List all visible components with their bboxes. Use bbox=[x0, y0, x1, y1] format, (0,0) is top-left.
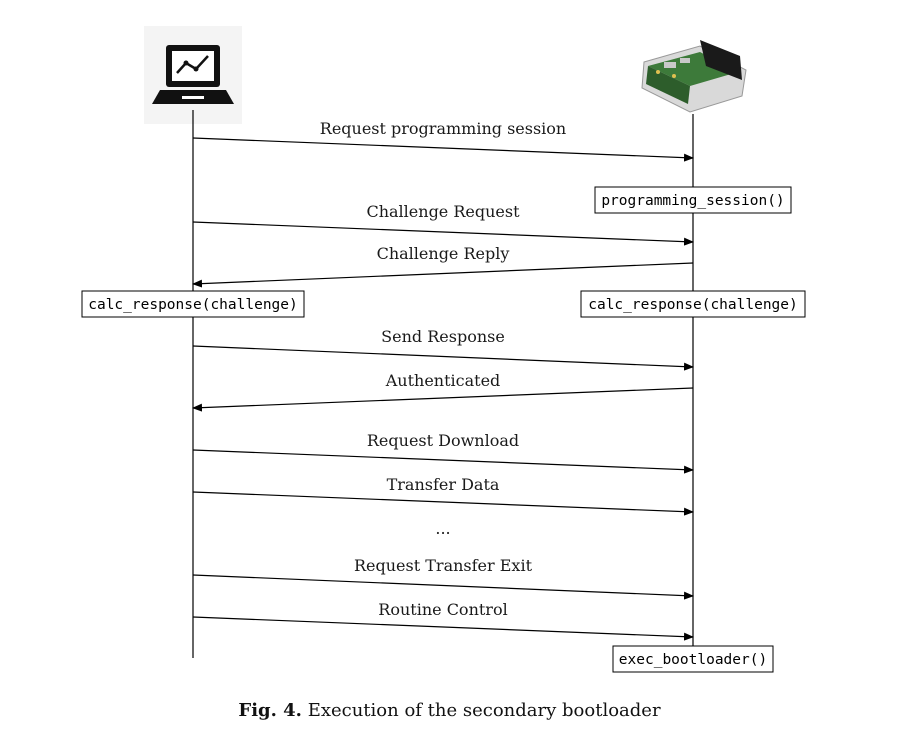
message-label: Challenge Reply bbox=[377, 244, 510, 263]
message-label: Request Download bbox=[367, 431, 519, 450]
laptop-icon bbox=[144, 26, 242, 124]
caption-prefix: Fig. 4. bbox=[238, 700, 302, 721]
box-label: calc_response(challenge) bbox=[88, 297, 298, 313]
box-label: programming_session() bbox=[601, 193, 784, 209]
message-label: Routine Control bbox=[378, 600, 507, 619]
message-label: Request programming session bbox=[320, 119, 566, 138]
calc-response-box-right: calc_response(challenge) bbox=[580, 290, 806, 318]
message-label: Send Response bbox=[381, 327, 505, 346]
message-arrow: Transfer Data bbox=[192, 475, 694, 516]
exec-bootloader-box: exec_bootloader() bbox=[612, 645, 774, 673]
message-arrow: Request Download bbox=[192, 431, 694, 474]
message-arrow: Request programming session bbox=[192, 119, 694, 162]
message-label: Authenticated bbox=[385, 371, 501, 390]
calc-response-box-left: calc_response(challenge) bbox=[81, 290, 305, 318]
message-label: Request Transfer Exit bbox=[354, 556, 533, 575]
message-label: Transfer Data bbox=[387, 475, 500, 494]
message-arrow: Challenge Request bbox=[192, 202, 694, 246]
message-label: Challenge Request bbox=[366, 202, 520, 221]
message-arrow: Routine Control bbox=[192, 600, 694, 641]
message-arrow: Send Response bbox=[192, 327, 694, 371]
message-arrow: Request Transfer Exit bbox=[192, 556, 694, 600]
ecu-board-icon bbox=[641, 40, 747, 113]
message-arrow: Authenticated bbox=[192, 371, 694, 412]
programming-session-box: programming_session() bbox=[594, 186, 792, 214]
sequence-diagram: Request programming session Challenge Re… bbox=[81, 26, 806, 673]
message-arrow: Challenge Reply bbox=[192, 244, 694, 288]
box-label: exec_bootloader() bbox=[619, 652, 767, 668]
figure-caption: Fig. 4. Execution of the secondary bootl… bbox=[0, 700, 899, 721]
caption-text: Execution of the secondary bootloader bbox=[307, 700, 661, 721]
box-label: calc_response(challenge) bbox=[588, 297, 798, 313]
ellipsis: ... bbox=[435, 519, 450, 538]
